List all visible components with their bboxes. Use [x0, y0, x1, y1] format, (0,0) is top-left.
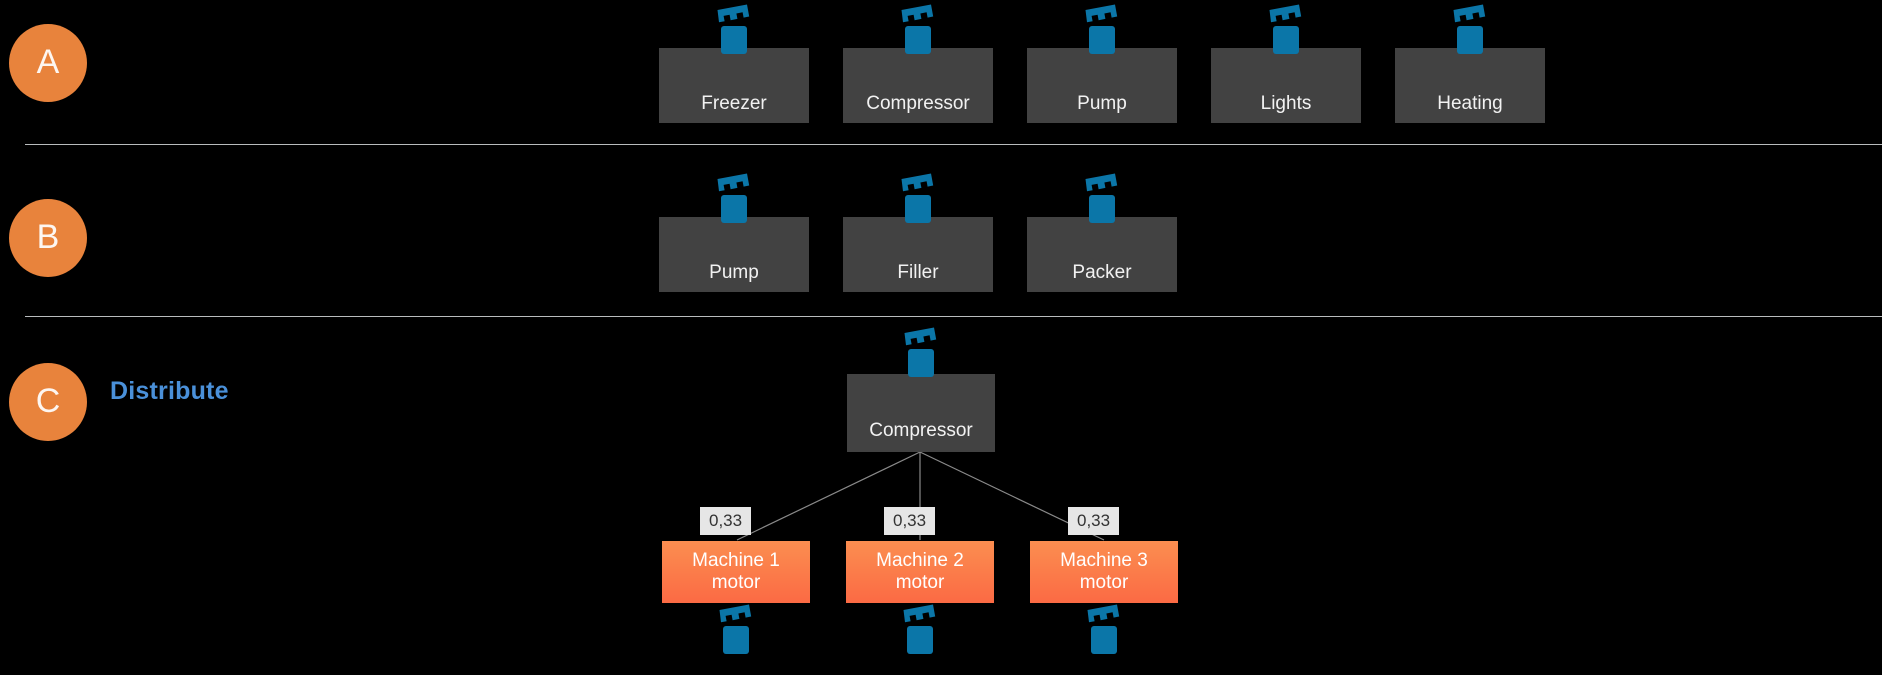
- section-title-distribute: Distribute: [110, 377, 229, 405]
- node-machine-2-motor[interactable]: Machine 2 motor: [846, 541, 994, 603]
- row-divider-a-b: [25, 144, 1882, 145]
- row-badge-c: C: [9, 363, 87, 441]
- row-badge-a: A: [9, 24, 87, 102]
- node-machine-3-motor-label: Machine 3 motor: [1054, 550, 1154, 595]
- node-packer[interactable]: Packer: [1027, 217, 1177, 292]
- machine-2-line2: motor: [895, 572, 945, 593]
- node-lights[interactable]: Lights: [1211, 48, 1361, 123]
- node-freezer[interactable]: Freezer: [659, 48, 809, 123]
- node-pump-b[interactable]: Pump: [659, 217, 809, 292]
- node-compressor-source[interactable]: Compressor: [847, 374, 995, 452]
- node-machine-3-motor[interactable]: Machine 3 motor: [1030, 541, 1178, 603]
- node-machine-1-motor-label: Machine 1 motor: [686, 550, 786, 595]
- node-freezer-label: Freezer: [701, 93, 767, 114]
- machine-3-line2: motor: [1079, 572, 1129, 593]
- node-compressor-a[interactable]: Compressor: [843, 48, 993, 123]
- machine-2-line1: Machine 2: [876, 549, 964, 571]
- row-badge-b: B: [9, 199, 87, 277]
- node-pump-a[interactable]: Pump: [1027, 48, 1177, 123]
- node-heating-label: Heating: [1437, 93, 1503, 114]
- node-heating[interactable]: Heating: [1395, 48, 1545, 123]
- row-divider-b-c: [25, 316, 1882, 317]
- node-pump-a-label: Pump: [1077, 93, 1127, 114]
- edge-label-machine-3: 0,33: [1068, 507, 1120, 535]
- node-compressor-source-label: Compressor: [869, 420, 973, 441]
- edge-label-machine-1: 0,33: [700, 507, 752, 535]
- node-lights-label: Lights: [1260, 93, 1312, 114]
- machine-1-line2: motor: [711, 572, 761, 593]
- node-compressor-a-label: Compressor: [866, 93, 970, 114]
- node-packer-label: Packer: [1072, 262, 1132, 283]
- row-badge-a-label: A: [36, 43, 60, 81]
- row-badge-c-label: C: [35, 382, 61, 420]
- row-badge-b-label: B: [36, 218, 60, 256]
- node-pump-b-label: Pump: [709, 262, 759, 283]
- node-filler-label: Filler: [897, 262, 939, 283]
- edge-label-machine-2: 0,33: [884, 507, 936, 535]
- node-machine-1-motor[interactable]: Machine 1 motor: [662, 541, 810, 603]
- node-machine-2-motor-label: Machine 2 motor: [870, 550, 970, 595]
- node-filler[interactable]: Filler: [843, 217, 993, 292]
- machine-1-line1: Machine 1: [692, 549, 780, 571]
- machine-3-line1: Machine 3: [1060, 549, 1148, 571]
- edge-to-machine-1: [736, 451, 921, 541]
